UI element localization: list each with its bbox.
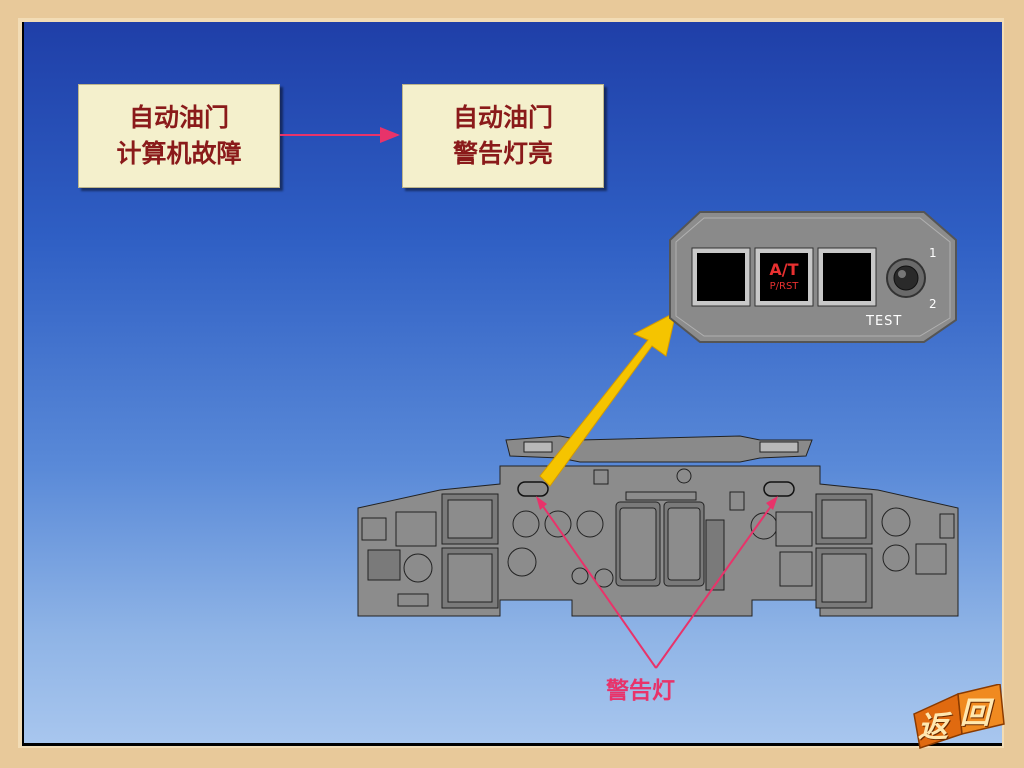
at-lamp-sublabel: P/RST xyxy=(769,281,799,292)
cockpit-panel-drawing xyxy=(357,435,959,617)
return-button-shape xyxy=(913,684,1005,749)
flow-box-line: 计算机故障 xyxy=(116,139,242,168)
return-label-char: 返 xyxy=(918,710,948,745)
flow-box-computer-fault: 自动油门 计算机故障 xyxy=(78,84,280,188)
flow-box-line: 警告灯亮 xyxy=(452,139,553,168)
return-label-char: 回 xyxy=(960,696,990,731)
test-label: TEST xyxy=(866,314,903,329)
annunciator-panel xyxy=(669,211,957,343)
at-lamp-label: A/T xyxy=(769,260,799,279)
flow-box-warning-light: 自动油门 警告灯亮 xyxy=(402,84,604,188)
warning-light-label: 警告灯 xyxy=(606,677,675,704)
position-2-label: 2 xyxy=(929,297,937,311)
return-button[interactable]: 返 回 xyxy=(906,684,1010,752)
position-1-label: 1 xyxy=(929,246,937,260)
pointer-arrow-left xyxy=(539,501,657,669)
flow-box-line: 自动油门 xyxy=(452,103,553,132)
pointer-arrow-right xyxy=(655,501,775,669)
flow-box-line: 自动油门 xyxy=(128,103,229,132)
zoom-arrow xyxy=(539,311,677,487)
